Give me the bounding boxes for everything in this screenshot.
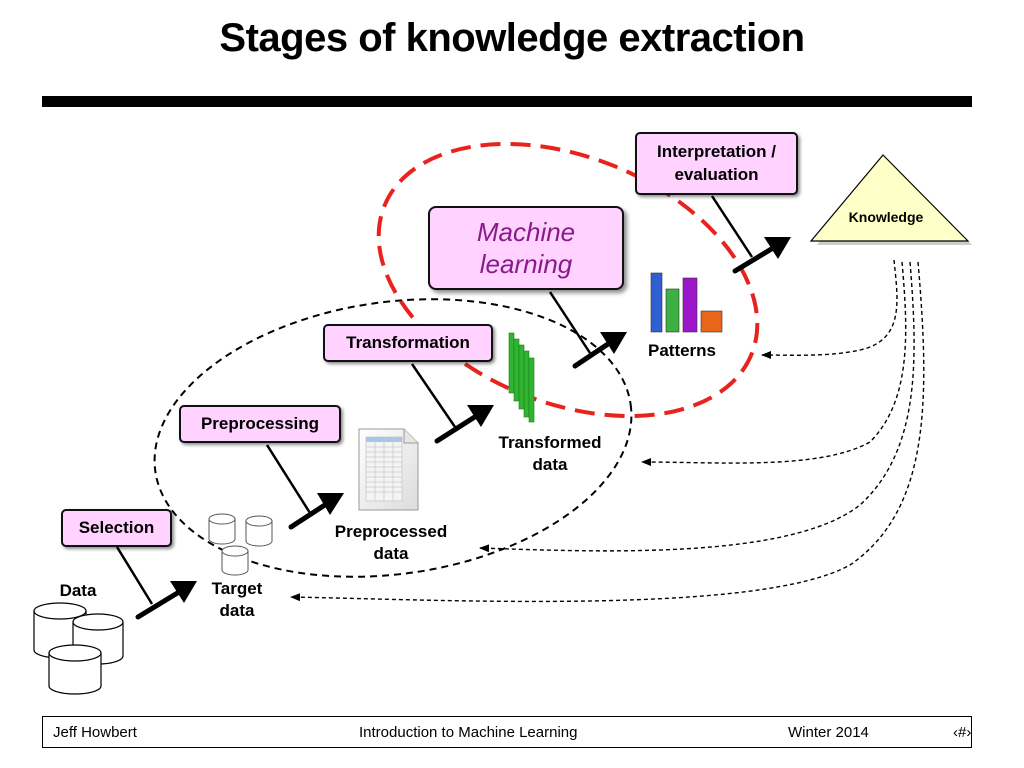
machine-learning-stage: Machine learning xyxy=(428,206,624,290)
machine-learning-connector xyxy=(548,291,592,354)
preprocessed-data-label-line2: data xyxy=(373,544,409,564)
target-data-label-line2: data xyxy=(219,601,255,621)
preprocessing-stage-label: Preprocessing xyxy=(200,413,320,433)
transformation-arrow xyxy=(434,405,494,444)
machine-learning-label-line1: Machine xyxy=(476,216,576,247)
interpretation-connector xyxy=(710,195,754,258)
interpretation-arrow xyxy=(732,237,791,274)
knowledge-triangle xyxy=(809,154,970,242)
feedback-to-preprocessed-data xyxy=(479,261,915,553)
patterns-bar-chart-icon xyxy=(650,272,723,333)
spreadsheet-document-icon xyxy=(358,428,419,511)
target-data-label: Target data xyxy=(192,578,282,622)
transformed-data-icon xyxy=(508,332,535,423)
target-data-cylinders-icon xyxy=(208,513,273,576)
selection-stage: Selection xyxy=(61,509,172,547)
footer-page-number: ‹#› xyxy=(953,724,972,741)
interpretation-stage: Interpretation / evaluation xyxy=(635,132,798,195)
transformed-data-label-line1: Transformed xyxy=(498,433,602,452)
preprocessing-scope-ellipse xyxy=(153,298,633,578)
preprocessing-arrow xyxy=(288,493,344,530)
selection-stage-label: Selection xyxy=(78,517,155,537)
title-rule xyxy=(42,96,972,107)
transformed-data-label: Transformed data xyxy=(480,432,620,476)
footer-author: Jeff Howbert xyxy=(53,724,137,741)
data-label: Data xyxy=(59,581,97,600)
selection-arrow xyxy=(135,581,197,620)
preprocessing-stage: Preprocessing xyxy=(179,405,341,443)
feedback-to-patterns xyxy=(761,259,898,360)
preprocessing-connector xyxy=(265,444,312,514)
machine-learning-label-line2: learning xyxy=(479,249,573,279)
footer-term: Winter 2014 xyxy=(788,724,869,741)
machine-learning-arrow xyxy=(572,332,627,369)
transformed-data-label-line2: data xyxy=(532,455,568,475)
transformation-stage-label: Transformation xyxy=(346,332,470,352)
slide-title: Stages of knowledge extraction xyxy=(219,16,805,60)
preprocessed-data-label: Preprocessed data xyxy=(318,521,464,565)
transformation-connector xyxy=(410,363,457,428)
knowledge-label: Knowledge xyxy=(848,209,924,225)
interpretation-label-line2: evaluation xyxy=(674,164,759,184)
target-data-label-line1: Target xyxy=(211,579,263,598)
footer-course: Introduction to Machine Learning xyxy=(359,724,578,741)
transformation-stage: Transformation xyxy=(323,324,493,362)
slide-footer: Jeff Howbert Introduction to Machine Lea… xyxy=(42,716,972,748)
preprocessed-data-label-line1: Preprocessed xyxy=(334,522,448,541)
patterns-label: Patterns xyxy=(647,341,717,360)
feedback-to-target-data xyxy=(290,261,925,603)
selection-connector xyxy=(115,546,154,605)
data-cylinders-icon xyxy=(33,602,124,695)
feedback-to-transformed-data xyxy=(641,261,907,467)
interpretation-label-line1: Interpretation / xyxy=(656,141,776,161)
